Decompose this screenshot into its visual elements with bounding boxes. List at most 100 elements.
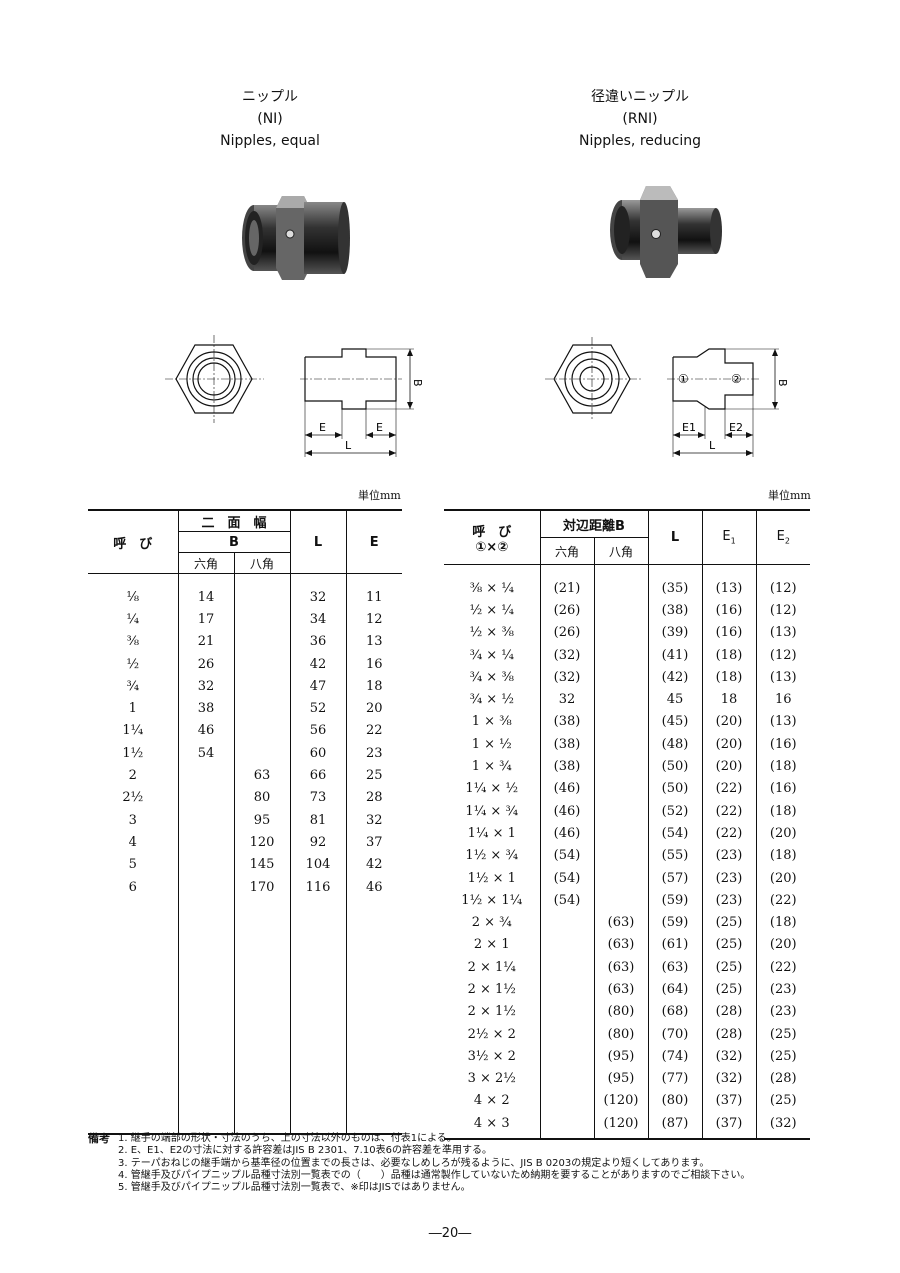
table-cell: 1¼ × ¾ [465, 803, 519, 819]
table-cell: (46) [539, 799, 594, 823]
table-cell [593, 621, 648, 644]
table-cell: (32) [755, 1112, 810, 1135]
table-cell: (50) [647, 755, 702, 778]
table-cell: 170 [233, 875, 290, 899]
table-cell: 20 [345, 697, 402, 720]
table-cell: 3½ × 2 [467, 1048, 516, 1064]
table-filler-row [88, 898, 402, 1136]
table-cell: (57) [647, 866, 702, 890]
table-cell: ¾ [126, 678, 140, 694]
table-cell: 1½ × ¾ [465, 848, 519, 864]
table-row: 2 × 1(63)(61)(25)(20) [444, 933, 810, 957]
table-filler-cell [177, 898, 234, 1136]
product-heading-ni: ニップル (NI) Nipples, equal [170, 86, 370, 152]
table-cell [539, 978, 594, 1001]
table-cell: (61) [647, 933, 702, 957]
table-cell [539, 911, 594, 934]
table-row: 4 × 2(120)(80)(37)(25) [444, 1089, 810, 1113]
table-cell: 13 [345, 630, 402, 653]
table-cell: 2 × 1¼ [467, 959, 516, 975]
product-code: (RNI) [622, 111, 658, 127]
table-cell: 22 [345, 719, 402, 743]
table-filler-cell [233, 898, 290, 1136]
table-row: 2 × 1¼(63)(63)(25)(22) [444, 956, 810, 979]
table-cell: (54) [647, 822, 702, 845]
table-cell: (25) [701, 911, 756, 934]
dim-b: B [776, 379, 789, 387]
table-cell: 14 [177, 573, 234, 609]
table-cell: 6 [128, 879, 137, 895]
table-cell: (12) [755, 599, 810, 622]
table-cell [233, 719, 290, 743]
dim-b: B [411, 379, 424, 387]
table-cell: ⅛ [126, 589, 140, 605]
table-cell: 2 × ¾ [471, 915, 512, 931]
table-row: 1¼ × 1(46)(54)(22)(20) [444, 822, 810, 845]
table-cell [593, 799, 648, 823]
table-row: 1½ × 1(54)(57)(23)(20) [444, 866, 810, 890]
table-cell: (87) [647, 1112, 702, 1135]
table-cell: (16) [701, 621, 756, 644]
table-cell: ¾ × ½ [469, 692, 514, 708]
table-cell [233, 675, 290, 698]
table-cell: (37) [701, 1112, 756, 1135]
table-cell: (59) [647, 889, 702, 912]
table-filler-row [444, 1134, 810, 1141]
table-cell: 42 [289, 652, 346, 676]
table-row: ⅜ × ¼(21)(35)(13)(12) [444, 564, 810, 600]
table-cell: 32 [177, 675, 234, 698]
table-cell: (20) [701, 755, 756, 778]
header-hex: 六角 [177, 552, 234, 574]
table-row: 3½ × 2(95)(74)(32)(25) [444, 1045, 810, 1068]
table-cell: (20) [755, 933, 810, 957]
dim-l: L [709, 439, 716, 452]
table-cell [233, 573, 290, 609]
table-cell: 1 [128, 701, 137, 717]
table-cell: 38 [177, 697, 234, 720]
header-size-sub: ①×② [475, 539, 509, 555]
table-cell [539, 956, 594, 979]
table-cell: 1½ × 1 [467, 870, 516, 886]
table-cell [233, 608, 290, 631]
nipple-drawing: B E E L [165, 335, 424, 457]
table-cell: (38) [647, 599, 702, 622]
table-cell: (22) [755, 956, 810, 979]
table-cell: 2 × 1½ [467, 1004, 516, 1020]
table-cell: 1½ [122, 745, 144, 761]
table-cell: 1 × ¾ [471, 759, 512, 775]
table-cell: (80) [647, 1089, 702, 1113]
table-cell: (20) [755, 866, 810, 890]
product-heading-rni: 径違いニップル (RNI) Nipples, reducing [540, 86, 740, 152]
table-cell: (38) [539, 733, 594, 756]
table-cell: (25) [755, 1089, 810, 1113]
table-cell: (42) [647, 666, 702, 689]
table-cell: (26) [539, 621, 594, 644]
dim-e-right: E [376, 421, 383, 434]
table-cell: (25) [701, 933, 756, 957]
reducing-nipple-dimension-table: 呼 び ①×② 対辺距離B L E1 E2 六角 八角 ⅜ × ¼(21)(35… [444, 509, 810, 1141]
table-cell: 104 [289, 853, 346, 876]
table-cell: 56 [289, 719, 346, 743]
header-oct: 八角 [593, 537, 648, 565]
table-row: ¾ × ¼(32)(41)(18)(12) [444, 643, 810, 667]
table-cell: 145 [233, 853, 290, 876]
mark-2: ② [731, 372, 742, 386]
table-cell: ½ × ¼ [469, 602, 514, 618]
table-cell: (26) [539, 599, 594, 622]
table-cell: 18 [701, 688, 756, 711]
table-cell: (25) [755, 1045, 810, 1068]
table-cell [177, 853, 234, 876]
table-row: 1¼ × ½(46)(50)(22)(16) [444, 777, 810, 800]
dim-e2: E2 [729, 421, 743, 434]
header-l: L [289, 509, 346, 574]
header-b-group: 対辺距離B [539, 509, 648, 538]
table-cell: (41) [647, 643, 702, 667]
table-cell [593, 688, 648, 711]
table-cell: (18) [701, 666, 756, 689]
product-name-jp: 径違いニップル [591, 89, 689, 105]
table-cell: (18) [755, 755, 810, 778]
